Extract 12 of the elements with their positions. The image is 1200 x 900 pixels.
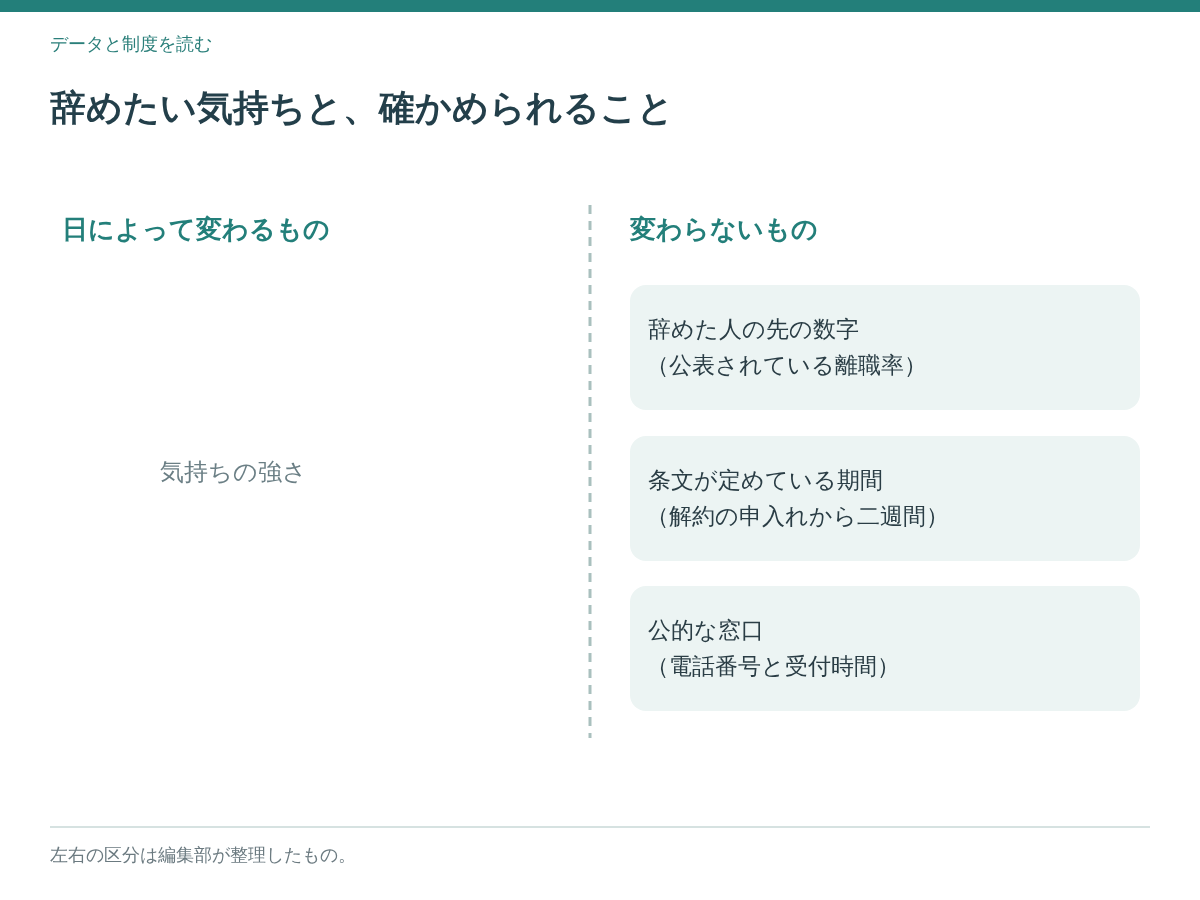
column-heading: 日によって変わるもの [62, 213, 330, 246]
page-title: 辞めたい気持ちと、確かめられること [50, 86, 674, 130]
card-subtext: （解約の申入れから二週間） [646, 502, 950, 531]
card-subtext: （公表されている離職率） [646, 351, 928, 380]
footnote-text: 左右の区分は編集部が整理したもの。 [50, 843, 356, 867]
breadcrumb-text: データと制度を読む [50, 32, 212, 56]
column-heading: 変わらないもの [630, 213, 818, 246]
card-subtext: （電話番号と受付時間） [646, 652, 901, 681]
card-text: 条文が定めている期間 [648, 466, 884, 495]
card-text: 辞めた人の先の数字 [648, 315, 860, 344]
card-text: 公的な窓口 [648, 616, 765, 645]
item-text: 気持ちの強さ [160, 457, 307, 488]
